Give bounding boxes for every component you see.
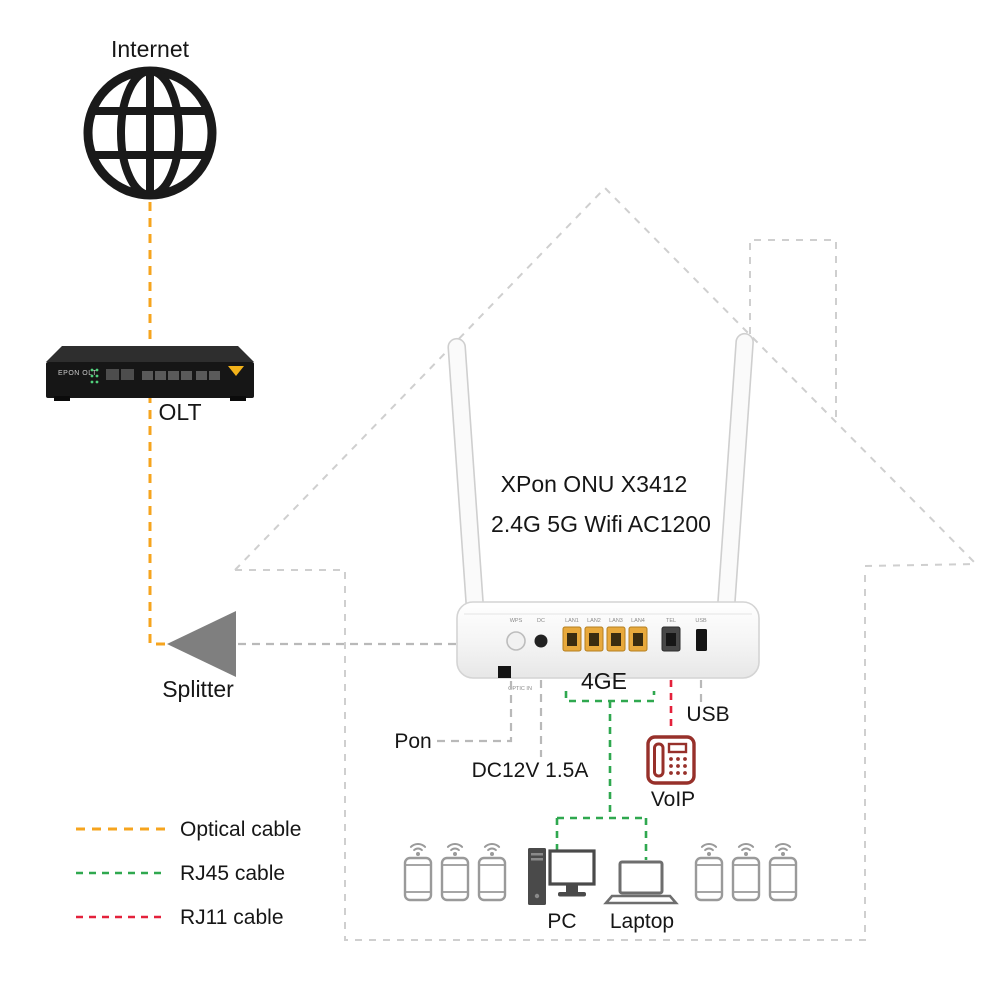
power-label: DC12V 1.5A (472, 759, 589, 782)
voip-phone-icon (646, 735, 696, 785)
legend-rj45-label: RJ45 cable (180, 862, 285, 885)
olt-face-text: EPON OLT (58, 370, 97, 377)
port-label-lan4: LAN4 (631, 618, 645, 624)
pon-callout-line (437, 680, 513, 743)
smartphone-icon (403, 842, 433, 902)
splitter-label: Splitter (162, 676, 234, 702)
router-icon: WPS DC LAN1 LAN2 LAN3 LAN4 TEL USB OPTIC… (447, 332, 760, 692)
port-label-lan2: LAN2 (587, 618, 601, 624)
smartphone-icon (694, 842, 724, 902)
lan-ports (562, 626, 648, 652)
voip-label: VoIP (651, 788, 695, 811)
router-title-line2: 2.4G 5G Wifi AC1200 (491, 511, 711, 537)
internet-icon (83, 66, 217, 200)
internet-label: Internet (111, 36, 190, 62)
port-label-lan1: LAN1 (565, 618, 579, 624)
rj45-lines (555, 691, 656, 860)
smartphone-icon (477, 842, 507, 902)
house-outline (234, 186, 977, 941)
usb-port (696, 629, 707, 651)
port-label-lan3: LAN3 (609, 618, 623, 624)
wps-button (506, 631, 526, 651)
4ge-label: 4GE (581, 668, 627, 694)
laptop-label: Laptop (610, 910, 674, 933)
laptop-icon (603, 860, 679, 905)
olt-icon: EPON OLT (46, 346, 254, 401)
smartphone-icon (731, 842, 761, 902)
port-label-usb: USB (695, 618, 707, 624)
dc-jack (534, 634, 548, 648)
smartphone-icon (768, 842, 798, 902)
olt-ports (106, 369, 220, 380)
port-label-dc: DC (537, 618, 545, 624)
port-label-wps: WPS (510, 618, 523, 624)
router-antenna-left (447, 337, 486, 635)
smartphone-icon (440, 842, 470, 902)
pon-label: Pon (394, 730, 431, 753)
router-antenna-right (715, 332, 754, 634)
splitter-icon (167, 611, 236, 677)
port-label-tel: TEL (666, 618, 676, 624)
pc-icon (528, 848, 596, 905)
chimney-outline (749, 239, 837, 422)
smartphone-group-left (403, 842, 507, 902)
router-port-labels: WPS DC LAN1 LAN2 LAN3 LAN4 TEL USB (510, 618, 707, 624)
legend: Optical cable RJ45 cable RJ11 cable (76, 818, 301, 929)
router-title-line1: XPon ONU X3412 (501, 471, 688, 497)
olt-logo-mark (228, 366, 244, 376)
usb-label: USB (686, 703, 729, 726)
pc-label: PC (547, 910, 576, 933)
olt-leds (90, 368, 99, 384)
legend-optical-label: Optical cable (180, 818, 301, 841)
pon-optic-port (498, 666, 511, 678)
olt-label: OLT (158, 399, 201, 425)
smartphone-group-right (694, 842, 798, 902)
legend-rj11-label: RJ11 cable (180, 906, 284, 929)
optic-in-note: OPTIC IN (508, 686, 532, 692)
